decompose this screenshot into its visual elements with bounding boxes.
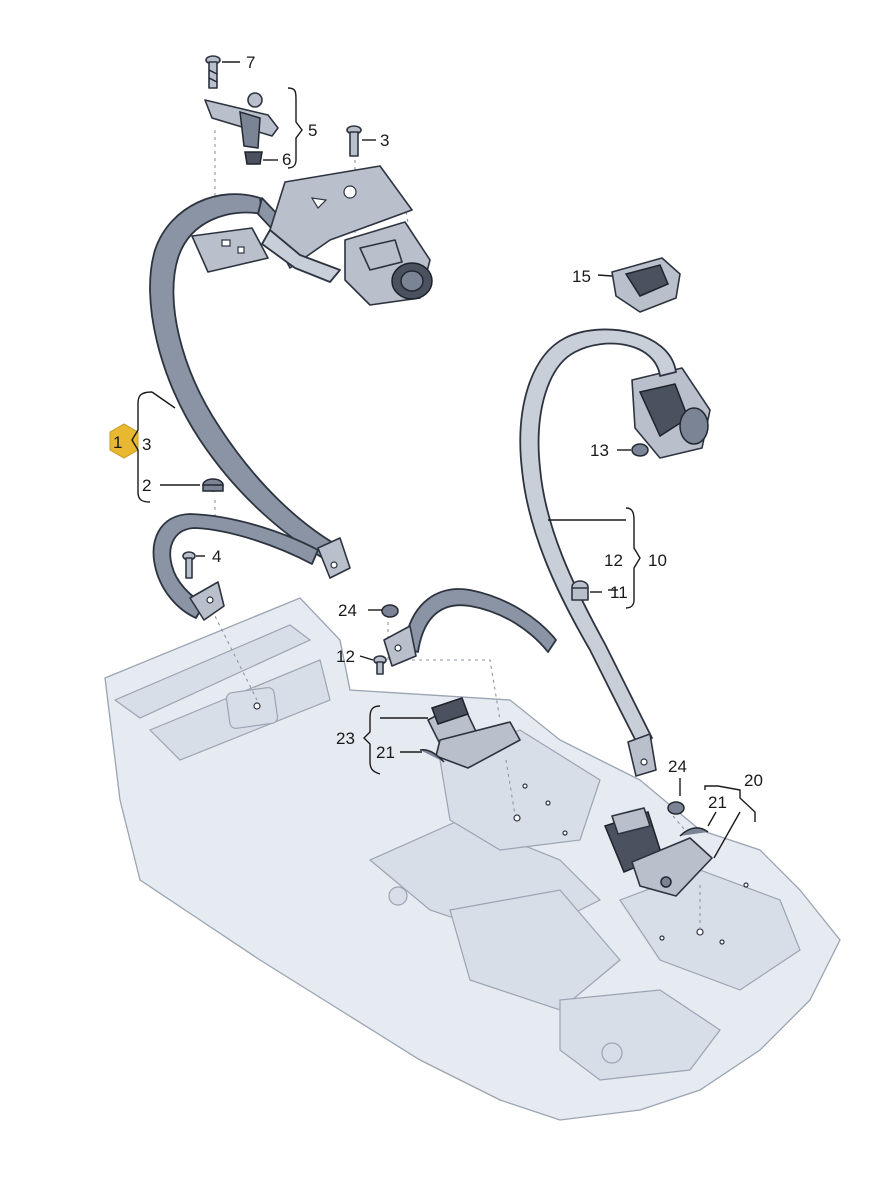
callout-2: 2 [142,476,151,495]
left-belt-tongue [317,537,351,579]
left-retractor-assembly [191,165,433,306]
callout-12-left: 12 [336,647,355,666]
floor-panel [104,597,841,1121]
callout-13: 13 [590,441,609,460]
callout-5: 5 [308,121,317,140]
center-belt [383,588,557,667]
callout-7: 7 [246,53,255,72]
callout-3-left: 3 [142,435,151,454]
right-retractor [631,367,711,459]
nut-24-left [381,604,399,618]
callout-4: 4 [212,547,221,566]
callout-1: 1 [113,433,122,452]
nut-13 [631,443,649,457]
callout-6: 6 [282,150,291,169]
callout-24-right: 24 [668,757,687,776]
callout-15: 15 [572,267,591,286]
callout-11: 11 [610,583,628,602]
guide-2 [202,478,224,492]
upper-anchor-bracket [204,92,279,165]
right-belt-tongue [627,733,657,777]
bolt-3-upper [346,125,362,157]
callout-labels: 7 5 6 3 15 1 3 13 2 4 12 10 11 24 12 23 … [113,53,763,812]
callout-21-left: 21 [376,743,395,762]
callout-23: 23 [336,729,355,748]
bolt-7 [205,55,221,89]
buckle-20 [603,807,713,897]
belt-guide-15 [611,257,681,313]
nut-24-right [667,801,685,815]
guide-11 [571,580,589,601]
buckle-23 [419,697,521,769]
callout-12-right: 12 [604,551,623,570]
callout-10: 10 [648,551,667,570]
leader-lines [131,61,756,859]
bolt-4 [182,551,196,579]
bolt-12 [373,655,387,675]
left-belt-lower [152,513,319,621]
callout-24-left: 24 [338,601,357,620]
callout-20: 20 [744,771,763,790]
callout-3-upper: 3 [380,131,389,150]
callout-21-right: 21 [708,793,727,812]
